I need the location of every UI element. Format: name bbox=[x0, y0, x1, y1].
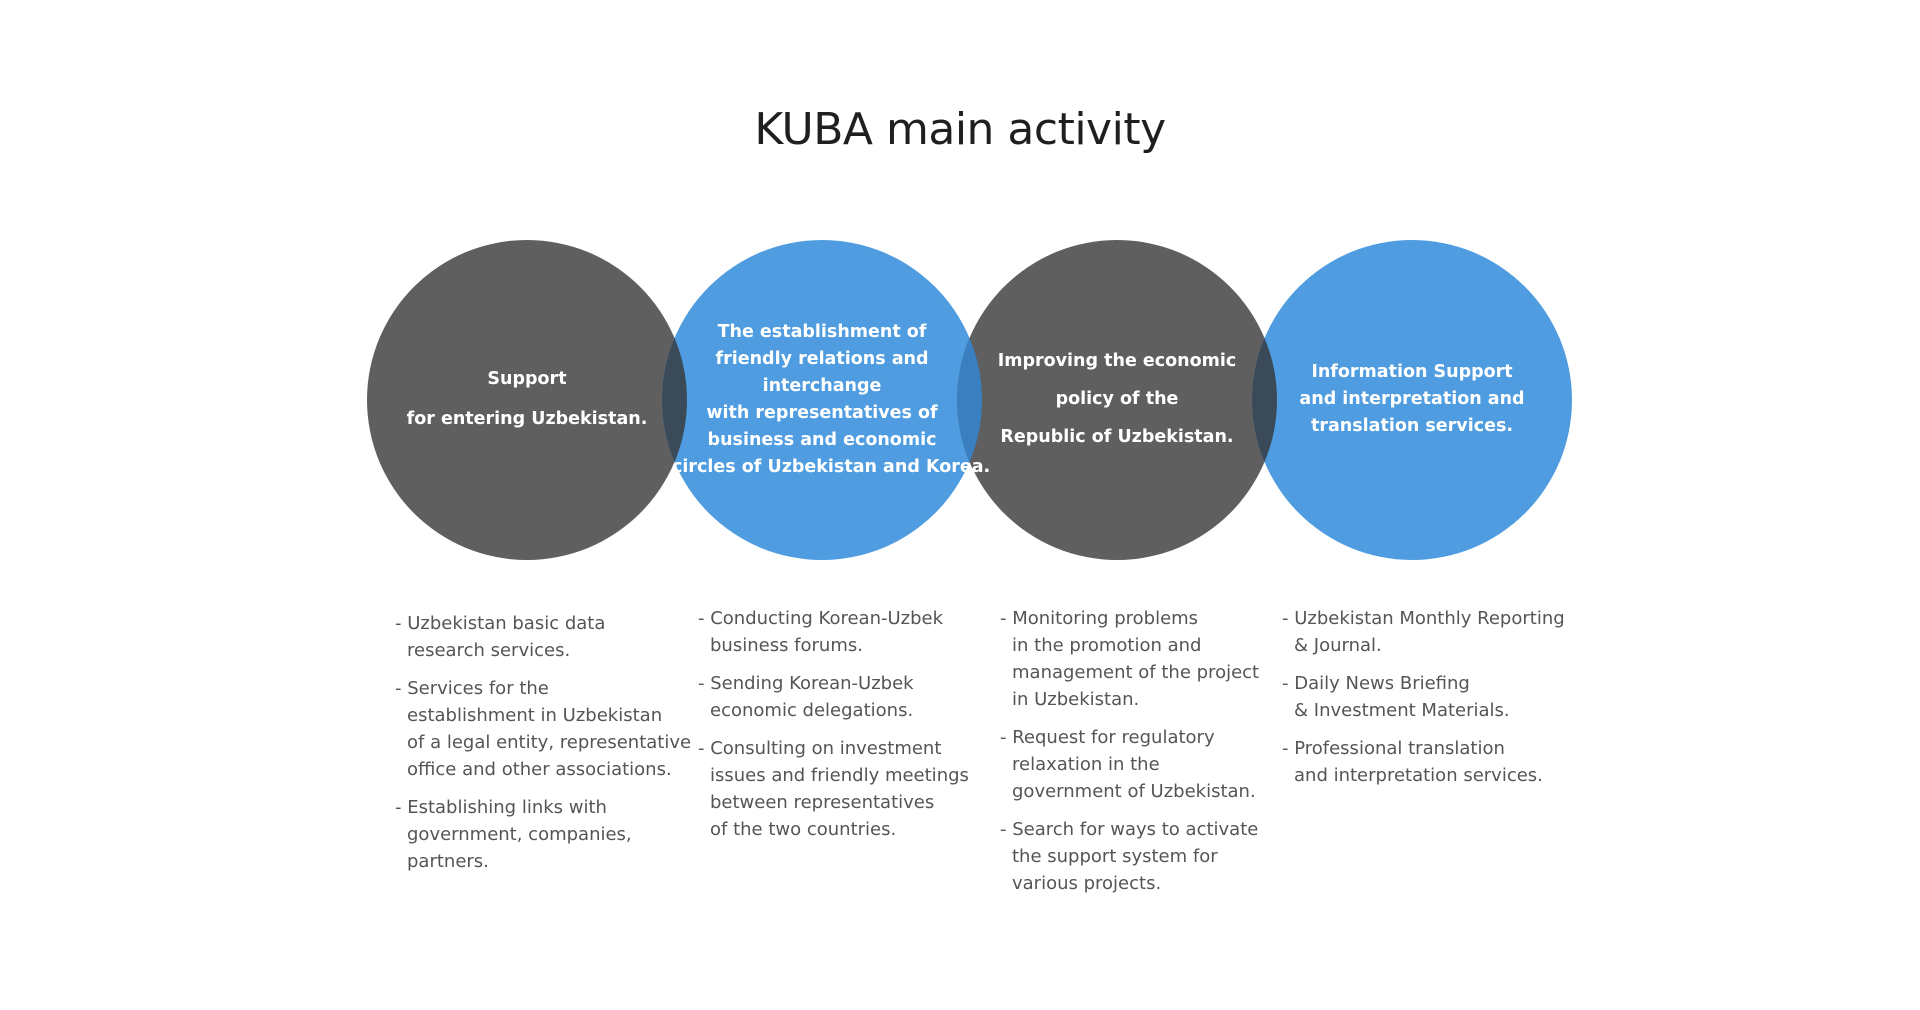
circle-label-line: circles of Uzbekistan and Korea. bbox=[672, 457, 991, 477]
list-item-line: economic delegations. bbox=[710, 700, 914, 721]
list-item-line: of the two countries. bbox=[710, 819, 897, 840]
list-item-line: - Consulting on investment bbox=[698, 738, 942, 759]
list-item-line: - Establishing links with bbox=[395, 797, 607, 818]
list-item: - Uzbekistan basic data research service… bbox=[395, 610, 691, 664]
list-item-line: & Investment Materials. bbox=[1294, 700, 1510, 721]
circle-label-line: translation services. bbox=[1310, 416, 1514, 436]
list-item-line: office and other associations. bbox=[407, 759, 672, 780]
list-item-line: government of Uzbekistan. bbox=[1012, 781, 1256, 802]
list-item: - Uzbekistan Monthly Reporting & Journal… bbox=[1282, 605, 1565, 659]
page-title: KUBA main activity bbox=[754, 104, 1166, 155]
list-item-line: between representatives bbox=[710, 792, 935, 813]
list-item: - Daily News Briefing & Investment Mater… bbox=[1282, 670, 1565, 724]
list-item-line: - Services for the bbox=[395, 678, 549, 699]
circle-information-support bbox=[1252, 240, 1572, 560]
circle-label-information-support: Information Support and interpretation a… bbox=[1262, 359, 1562, 440]
list-item-line: business forums. bbox=[710, 635, 863, 656]
list-item-line: - Sending Korean-Uzbek bbox=[698, 673, 914, 694]
list-item-line: - Professional translation bbox=[1282, 738, 1505, 759]
circle-label-line: with representatives of bbox=[706, 403, 938, 423]
circle-label-line: business and economic bbox=[707, 430, 937, 450]
list-item: - Establishing links with government, co… bbox=[395, 794, 691, 875]
list-item-line: - Monitoring problems bbox=[1000, 608, 1199, 629]
circle-label-economic-policy: Improving the economic policy of the Rep… bbox=[967, 342, 1267, 456]
circle-label-line: Republic of Uzbekistan. bbox=[1000, 427, 1234, 447]
list-item-line: - Request for regulatory bbox=[1000, 727, 1215, 748]
list-item-line: various projects. bbox=[1012, 873, 1162, 894]
circle-label-line: Information Support bbox=[1311, 362, 1513, 382]
list-item-line: in Uzbekistan. bbox=[1012, 689, 1140, 710]
list-item-line: - Conducting Korean-Uzbek bbox=[698, 608, 944, 629]
list-item: - Monitoring problems in the promotion a… bbox=[1000, 605, 1259, 713]
list-item-line: in the promotion and bbox=[1012, 635, 1202, 656]
list-item-line: research services. bbox=[407, 640, 571, 661]
activity-list-economic-policy: - Monitoring problems in the promotion a… bbox=[1000, 605, 1259, 908]
circle-support-entering bbox=[367, 240, 687, 560]
list-item-line: establishment in Uzbekistan bbox=[407, 705, 663, 726]
list-item: - Services for the establishment in Uzbe… bbox=[395, 675, 691, 783]
list-item-line: management of the project bbox=[1012, 662, 1260, 683]
activity-list-information-support: - Uzbekistan Monthly Reporting & Journal… bbox=[1282, 605, 1565, 800]
circle-label-line: for entering Uzbekistan. bbox=[406, 409, 648, 429]
circle-economic-policy bbox=[957, 240, 1277, 560]
circle-label-line: Improving the economic bbox=[997, 351, 1237, 371]
list-item-line: - Search for ways to activate bbox=[1000, 819, 1259, 840]
circle-label-line: and interpretation and bbox=[1299, 389, 1525, 409]
activity-list-friendly-relations: - Conducting Korean-Uzbek business forum… bbox=[698, 605, 969, 854]
list-item: - Request for regulatory relaxation in t… bbox=[1000, 724, 1259, 805]
list-item-line: - Uzbekistan basic data bbox=[395, 613, 606, 634]
list-item: - Conducting Korean-Uzbek business forum… bbox=[698, 605, 969, 659]
circle-label-line: policy of the bbox=[1055, 389, 1179, 409]
list-item-line: - Daily News Briefing bbox=[1282, 673, 1470, 694]
circle-friendly-relations bbox=[662, 240, 982, 560]
circle-label-line: Support bbox=[487, 369, 567, 389]
list-item-line: of a legal entity, representative bbox=[407, 732, 692, 753]
list-item-line: - Uzbekistan Monthly Reporting bbox=[1282, 608, 1565, 629]
circle-label-line: The establishment of bbox=[717, 322, 927, 342]
list-item: - Consulting on investment issues and fr… bbox=[698, 735, 969, 843]
list-item-line: government, companies, bbox=[407, 824, 632, 845]
list-item-line: relaxation in the bbox=[1012, 754, 1160, 775]
activity-list-support: - Uzbekistan basic data research service… bbox=[395, 610, 691, 886]
list-item-line: issues and friendly meetings bbox=[710, 765, 969, 786]
circle-label-line: interchange bbox=[762, 376, 882, 396]
list-item-line: partners. bbox=[407, 851, 489, 872]
list-item: - Sending Korean-Uzbek economic delegati… bbox=[698, 670, 969, 724]
list-item-line: & Journal. bbox=[1294, 635, 1382, 656]
circle-label-line: friendly relations and bbox=[715, 349, 929, 369]
list-item: - Search for ways to activate the suppor… bbox=[1000, 816, 1259, 897]
list-item-line: the support system for bbox=[1012, 846, 1218, 867]
list-item-line: and interpretation services. bbox=[1294, 765, 1543, 786]
circle-label-friendly-relations: The establishment of friendly relations … bbox=[672, 319, 991, 481]
circle-label-support: Support for entering Uzbekistan. bbox=[377, 359, 677, 439]
list-item: - Professional translation and interpret… bbox=[1282, 735, 1565, 789]
